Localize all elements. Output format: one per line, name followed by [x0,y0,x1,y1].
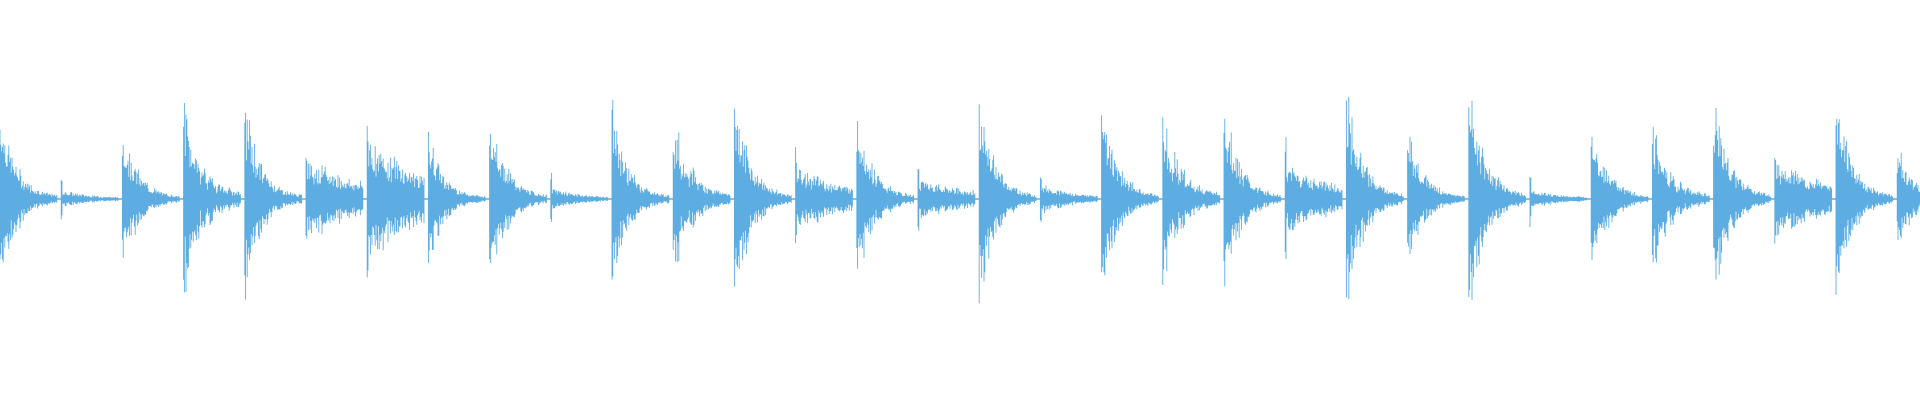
waveform-beat-shape [978,104,1037,304]
waveform-beat [427,131,486,264]
waveform-beat [1713,108,1771,280]
waveform-beat-shape [1345,96,1404,300]
waveform-beat-shape [1468,100,1527,300]
waveform-beat-shape [183,102,241,293]
waveform-beat-shape [244,112,303,300]
waveform-beats [0,96,1920,304]
waveform-beat-shape [672,132,731,263]
waveform-beat-shape [305,158,364,239]
waveform-beat [366,125,425,278]
waveform-beat [1223,118,1282,287]
waveform-beat-shape [795,147,853,244]
waveform-beat-shape [121,145,180,258]
waveform-beat-shape [1651,126,1710,263]
waveform-beat [1162,117,1221,285]
waveform-beat [1101,115,1159,276]
waveform-beat-shape [1774,157,1833,244]
waveform-beat [672,132,731,263]
waveform-beat [1468,100,1527,300]
waveform-beat [0,129,58,263]
waveform-beat [1590,136,1649,261]
waveform-beat [244,112,303,300]
waveform-beat [611,99,670,280]
waveform-beat-shape [366,125,425,278]
waveform-beat [1835,119,1894,295]
waveform-beat [121,145,180,258]
waveform-beat [1651,126,1710,263]
waveform-beat-shape [60,179,119,220]
waveform-beat [1896,152,1920,240]
waveform-beat-shape [1713,108,1771,280]
waveform-beat [183,102,241,293]
waveform-beat-shape [611,99,670,280]
waveform-beat [1774,157,1833,244]
waveform-beat [1284,137,1343,260]
waveform-beat-shape [1590,136,1649,261]
waveform-beat-shape [550,172,609,222]
waveform-beat-shape [917,169,976,231]
waveform-beat [305,158,364,239]
waveform-beat-shape [1039,177,1098,223]
waveform-beat-shape [856,121,915,269]
waveform-beat-shape [427,131,486,264]
waveform-beat-shape [1529,177,1588,228]
waveform-beat [1345,96,1404,300]
waveform-beat [733,108,792,287]
waveform-beat-shape [1101,115,1159,276]
waveform-beat [917,169,976,231]
waveform-beat [60,179,119,220]
waveform-beat [795,147,853,244]
waveform-beat [856,121,915,269]
waveform-beat [1529,177,1588,228]
waveform-beat-shape [1896,152,1920,240]
waveform-beat-shape [1407,136,1465,254]
waveform-beat-shape [1223,118,1282,287]
waveform-beat-shape [489,134,547,263]
waveform-beat [1039,177,1098,223]
waveform-beat [550,172,609,222]
waveform-beat-shape [0,129,58,263]
waveform-beat [489,134,547,263]
waveform-beat-shape [1162,117,1221,285]
waveform-beat-shape [733,108,792,287]
waveform-beat-shape [1284,137,1343,260]
waveform-beat [1407,136,1465,254]
waveform-beat [978,104,1037,304]
waveform-beat-shape [1835,119,1894,295]
